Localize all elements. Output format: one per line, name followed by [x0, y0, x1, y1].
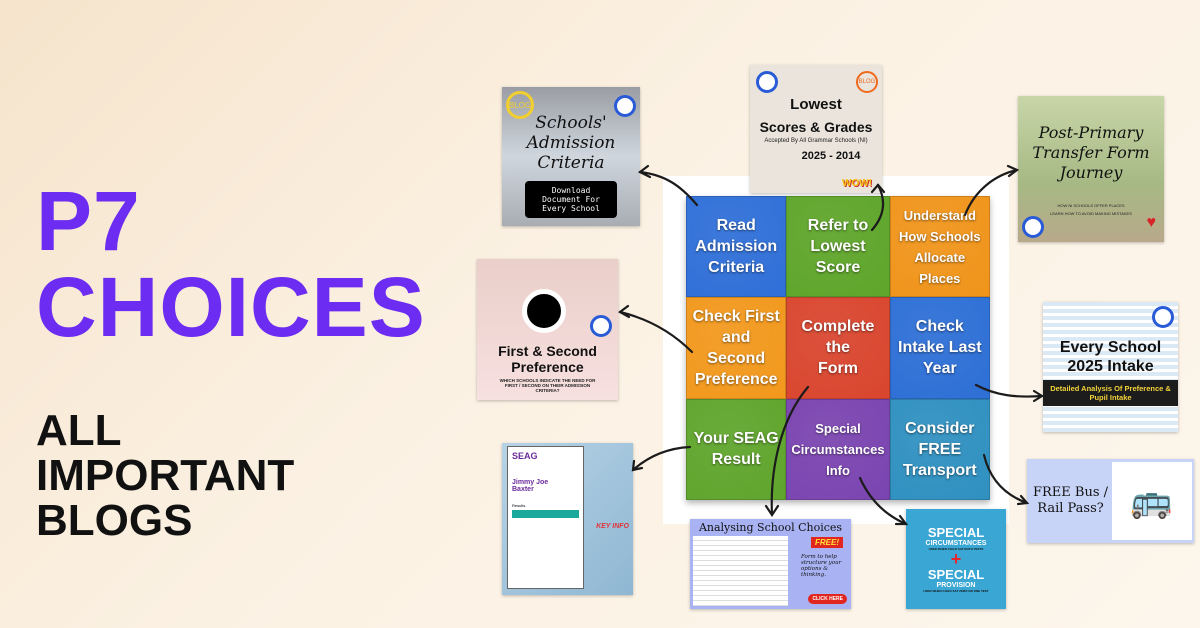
owl-logo-icon: [756, 71, 778, 93]
puzzle-piece-label: Read Admission Criteria: [695, 217, 778, 277]
heart-icon: ♥: [1146, 214, 1157, 231]
thumb-desc: Form to help structure your options & th…: [801, 554, 842, 578]
puzzle-piece-label: Refer to Lowest Score: [807, 217, 869, 277]
thumb-years: 2025 - 2014: [801, 150, 861, 162]
wow-label: WOW!: [842, 178, 872, 189]
thumb-free-bus-pass[interactable]: FREE Bus / Rail Pass? 🚌: [1027, 459, 1194, 543]
sub-line: ALL: [36, 406, 122, 455]
owl-logo-icon: [1022, 216, 1044, 238]
thumb-sub: USED WHEN CHILD SAT ZERO OR ONE TEST: [923, 589, 989, 593]
puzzle-piece-label: Check First and Second Preference: [692, 307, 780, 388]
thumb-analysing-choices[interactable]: Analysing School Choices FREE! Form to h…: [690, 519, 851, 609]
key-info-label: KEY INFO: [596, 523, 629, 530]
headline-p7: P7: [36, 174, 141, 268]
puzzle-piece[interactable]: Check Intake Last Year: [889, 297, 990, 399]
thumb-title: FREE Bus / Rail Pass?: [1032, 485, 1109, 516]
headline-choices: CHOICES: [36, 260, 426, 354]
thumb-title: Lowest: [790, 96, 842, 113]
puzzle-piece-label: Special Circumstances Info: [791, 420, 885, 478]
headline: P7 CHOICES: [36, 178, 426, 350]
thumb-sub: Accepted By All Grammar Schools (NI): [764, 138, 868, 144]
download-label: Download Document For Every School: [525, 181, 617, 218]
puzzle-piece-label: Complete the Form: [801, 318, 875, 378]
thumb-lowest-scores[interactable]: BLOG Lowest Scores & Grades Accepted By …: [750, 65, 882, 193]
thumb-title: Post-Primary Transfer Form Journey: [1032, 122, 1150, 182]
thumb-title: First & Second Preference: [498, 342, 597, 375]
puzzle-piece[interactable]: Consider FREE Transport: [889, 398, 990, 500]
thumb-title: CIRCUMSTANCES: [925, 540, 987, 547]
puzzle-piece[interactable]: Refer to Lowest Score: [786, 196, 890, 298]
thumb-sub: USED WHEN CHILD SAT BOTH TESTS: [928, 547, 984, 551]
click-here-button: CLICK HERE: [808, 594, 847, 604]
thumb-seag-result[interactable]: SEAG Jimmy Joe Baxter Results KEY INFO: [502, 443, 633, 595]
thumb-transfer-journey[interactable]: Post-Primary Transfer Form Journey HOW N…: [1018, 96, 1164, 242]
thumb-title: SPECIAL: [927, 567, 985, 582]
owl-logo-icon: [614, 95, 636, 117]
owl-logo-icon: [590, 315, 612, 337]
thumb-special-circumstances[interactable]: SPECIAL CIRCUMSTANCES USED WHEN CHILD SA…: [906, 509, 1006, 609]
puzzle-piece-label: Your SEAG Result: [693, 430, 779, 469]
thumb-title: PROVISION: [936, 582, 976, 589]
seag-name: Jimmy Joe Baxter: [512, 479, 549, 493]
puzzle-piece-label: Consider FREE Transport: [902, 419, 977, 479]
thumb-title: SPECIAL: [927, 525, 985, 540]
puzzle-piece[interactable]: Check First and Second Preference: [686, 297, 787, 399]
thumb-school-intake[interactable]: Every School 2025 Intake Detailed Analys…: [1043, 302, 1178, 432]
blog-badge: BLOG: [856, 71, 878, 93]
thumb-sub: LEARN HOW TO AVOID MAKING MISTAKES: [1050, 210, 1132, 216]
thumb-first-second-preference[interactable]: First & Second Preference WHICH SCHOOLS …: [477, 259, 618, 400]
thumb-admission-criteria[interactable]: BLOG Schools' Admission Criteria Downloa…: [502, 87, 640, 226]
form-preview: [693, 536, 788, 606]
seag-brand: SEAG: [512, 451, 538, 461]
puzzle-piece[interactable]: Special Circumstances Info: [786, 398, 890, 500]
sub-line: IMPORTANT: [36, 451, 295, 500]
puzzle-grid: Read Admission Criteria Refer to Lowest S…: [686, 196, 990, 500]
puzzle-piece[interactable]: Read Admission Criteria: [686, 196, 787, 298]
owl-logo-icon: [1152, 306, 1174, 328]
seag-results: Results: [512, 503, 526, 508]
sub-line: BLOGS: [36, 496, 193, 545]
puzzle-piece[interactable]: Your SEAG Result: [686, 398, 787, 500]
bus-icon: 🚌: [1111, 462, 1192, 540]
plus-icon: +: [950, 549, 962, 569]
subheadline: ALL IMPORTANT BLOGS: [36, 408, 294, 543]
thumb-band: Detailed Analysis Of Preference & Pupil …: [1043, 380, 1178, 406]
thumb-sub: HOW NI SCHOOLS OFFER PLACES: [1057, 202, 1125, 208]
thumb-sub: WHICH SCHOOLS INDICATE THE NEED FOR FIRS…: [499, 377, 596, 393]
thumb-title: Schools' Admission Criteria: [526, 113, 616, 173]
blog-badge: BLOG: [506, 91, 534, 119]
puzzle-piece-label: Check Intake Last Year: [898, 318, 982, 378]
puzzle-piece[interactable]: Understand How Schools Allocate Places: [889, 196, 990, 298]
coffee-cup-icon: [522, 289, 566, 333]
puzzle-piece-label: Understand How Schools Allocate Places: [898, 207, 981, 286]
free-badge: FREE!: [811, 537, 843, 548]
thumb-title: Analysing School Choices: [698, 521, 843, 534]
thumb-title: Scores & Grades: [759, 119, 873, 135]
puzzle-piece[interactable]: Complete the Form: [786, 297, 890, 399]
download-statement-button: [512, 510, 579, 518]
thumb-title: Every School 2025 Intake: [1059, 339, 1162, 375]
